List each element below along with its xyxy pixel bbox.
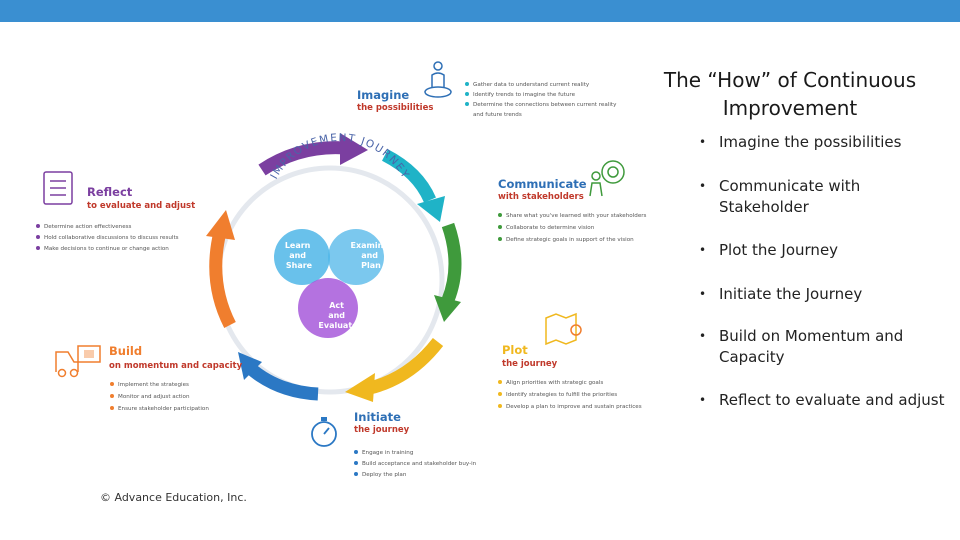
stage-imagine-title: Imagine bbox=[357, 88, 409, 102]
bullet-item: Reflect to evaluate and adjust bbox=[695, 390, 945, 411]
stage-imagine-bullet: Identify trends to imagine the future bbox=[473, 92, 576, 98]
stage-reflect-bullet: Determine action effectiveness bbox=[44, 224, 132, 230]
arrow-blue bbox=[245, 362, 319, 401]
venn-examine-circle bbox=[328, 229, 384, 285]
stage-initiate-bullet: Engage in training bbox=[362, 450, 414, 456]
stage-build-subtitle: on momentum and capacity bbox=[109, 361, 243, 371]
venn-learn-label: Learn and Share bbox=[285, 241, 313, 270]
stage-communicate-bullet: Collaborate to determine vision bbox=[506, 225, 595, 231]
arrowhead-blue bbox=[238, 352, 262, 380]
stage-plot-bullet: Align priorities with strategic goals bbox=[506, 380, 603, 386]
person-target-icon bbox=[424, 61, 452, 98]
arrow-teal bbox=[381, 149, 436, 203]
stage-imagine-bullet: Gather data to understand current realit… bbox=[473, 82, 590, 88]
stage-initiate-bullet: Deploy the plan bbox=[362, 472, 407, 478]
stage-plot-bullet: Develop a plan to improve and sustain pr… bbox=[506, 404, 642, 410]
stage-reflect-subtitle: to evaluate and adjust bbox=[87, 201, 195, 211]
forklift-icon bbox=[55, 345, 101, 378]
stage-reflect: Reflect to evaluate and adjust Determine… bbox=[36, 171, 195, 252]
stage-plot-bullet: Identify strategies to fulfill the prior… bbox=[506, 392, 617, 398]
stage-build-bullet: Implement the strategies bbox=[118, 382, 189, 388]
stopwatch-icon bbox=[311, 417, 337, 447]
venn-diagram: Learn and Share Examine and Plan Act and… bbox=[274, 229, 391, 338]
stage-communicate: Communicate with stakeholders Share what… bbox=[498, 160, 647, 243]
stage-initiate-bullet: Build acceptance and stakeholder buy-in bbox=[362, 461, 477, 467]
stage-initiate-subtitle: the journey bbox=[354, 425, 410, 435]
top-accent-bar bbox=[0, 0, 960, 22]
venn-act-label: Act and Evaluate bbox=[318, 301, 358, 330]
stage-imagine-subtitle: the possibilities bbox=[357, 103, 433, 113]
stage-communicate-bullet: Define strategic goals in support of the… bbox=[506, 237, 634, 243]
stage-communicate-bullet: Share what you've learned with your stak… bbox=[506, 213, 647, 219]
stage-initiate-title: Initiate bbox=[354, 410, 401, 424]
stage-imagine-bullet: and future trends bbox=[473, 112, 522, 118]
venn-learn-circle bbox=[274, 229, 330, 285]
bullet-item: Communicate with Stakeholder bbox=[695, 176, 945, 218]
stage-communicate-subtitle: with stakeholders bbox=[498, 192, 584, 202]
bullet-item: Build on Momentum and Capacity bbox=[695, 326, 945, 368]
stage-reflect-bullet: Hold collaborative discussions to discus… bbox=[44, 235, 179, 241]
stage-build-bullet: Ensure stakeholder participation bbox=[118, 406, 209, 412]
bullet-item: Plot the Journey bbox=[695, 240, 945, 261]
bullet-item: Imagine the possibilities bbox=[695, 132, 945, 153]
arrowhead-orange bbox=[206, 210, 235, 240]
cycle-arrows bbox=[206, 133, 462, 402]
stage-initiate: Initiate the journey Engage in training … bbox=[311, 410, 477, 478]
arrow-orange bbox=[209, 230, 236, 328]
checklist-icon bbox=[43, 171, 73, 205]
arrowhead-teal bbox=[417, 196, 445, 222]
stage-communicate-title: Communicate bbox=[498, 177, 587, 191]
stage-reflect-title: Reflect bbox=[87, 185, 133, 199]
stage-imagine-bullet: Determine the connections between curren… bbox=[473, 102, 617, 108]
stage-plot: Plot the journey Align priorities with s… bbox=[498, 312, 642, 410]
stage-build-bullet: Monitor and adjust action bbox=[118, 394, 190, 400]
arrow-green bbox=[441, 222, 462, 303]
stage-reflect-bullet: Make decisions to continue or change act… bbox=[44, 246, 169, 252]
slide-title: The “How” of Continuous Improvement bbox=[663, 68, 917, 120]
copyright-text: © Advance Education, Inc. bbox=[100, 491, 247, 504]
stage-plot-subtitle: the journey bbox=[502, 359, 558, 369]
arrowhead-yellow bbox=[345, 373, 375, 402]
speaker-target-icon bbox=[589, 160, 625, 197]
stage-plot-title: Plot bbox=[502, 343, 528, 357]
stage-build-title: Build bbox=[109, 344, 142, 358]
venn-examine-label: Examine and Plan bbox=[350, 241, 391, 270]
stage-imagine: Imagine the possibilities Gather data to… bbox=[357, 61, 617, 118]
map-pin-icon bbox=[545, 312, 582, 346]
arrowhead-green bbox=[434, 295, 461, 322]
arrow-purple bbox=[258, 141, 346, 176]
arrow-yellow bbox=[368, 337, 444, 395]
venn-act-circle bbox=[298, 278, 358, 338]
arrowhead-purple bbox=[340, 133, 368, 165]
stage-build: Build on momentum and capacity Implement… bbox=[55, 344, 243, 412]
bullet-item: Initiate the Journey bbox=[695, 284, 945, 305]
bullet-list: Imagine the possibilities Communicate wi… bbox=[695, 132, 945, 411]
